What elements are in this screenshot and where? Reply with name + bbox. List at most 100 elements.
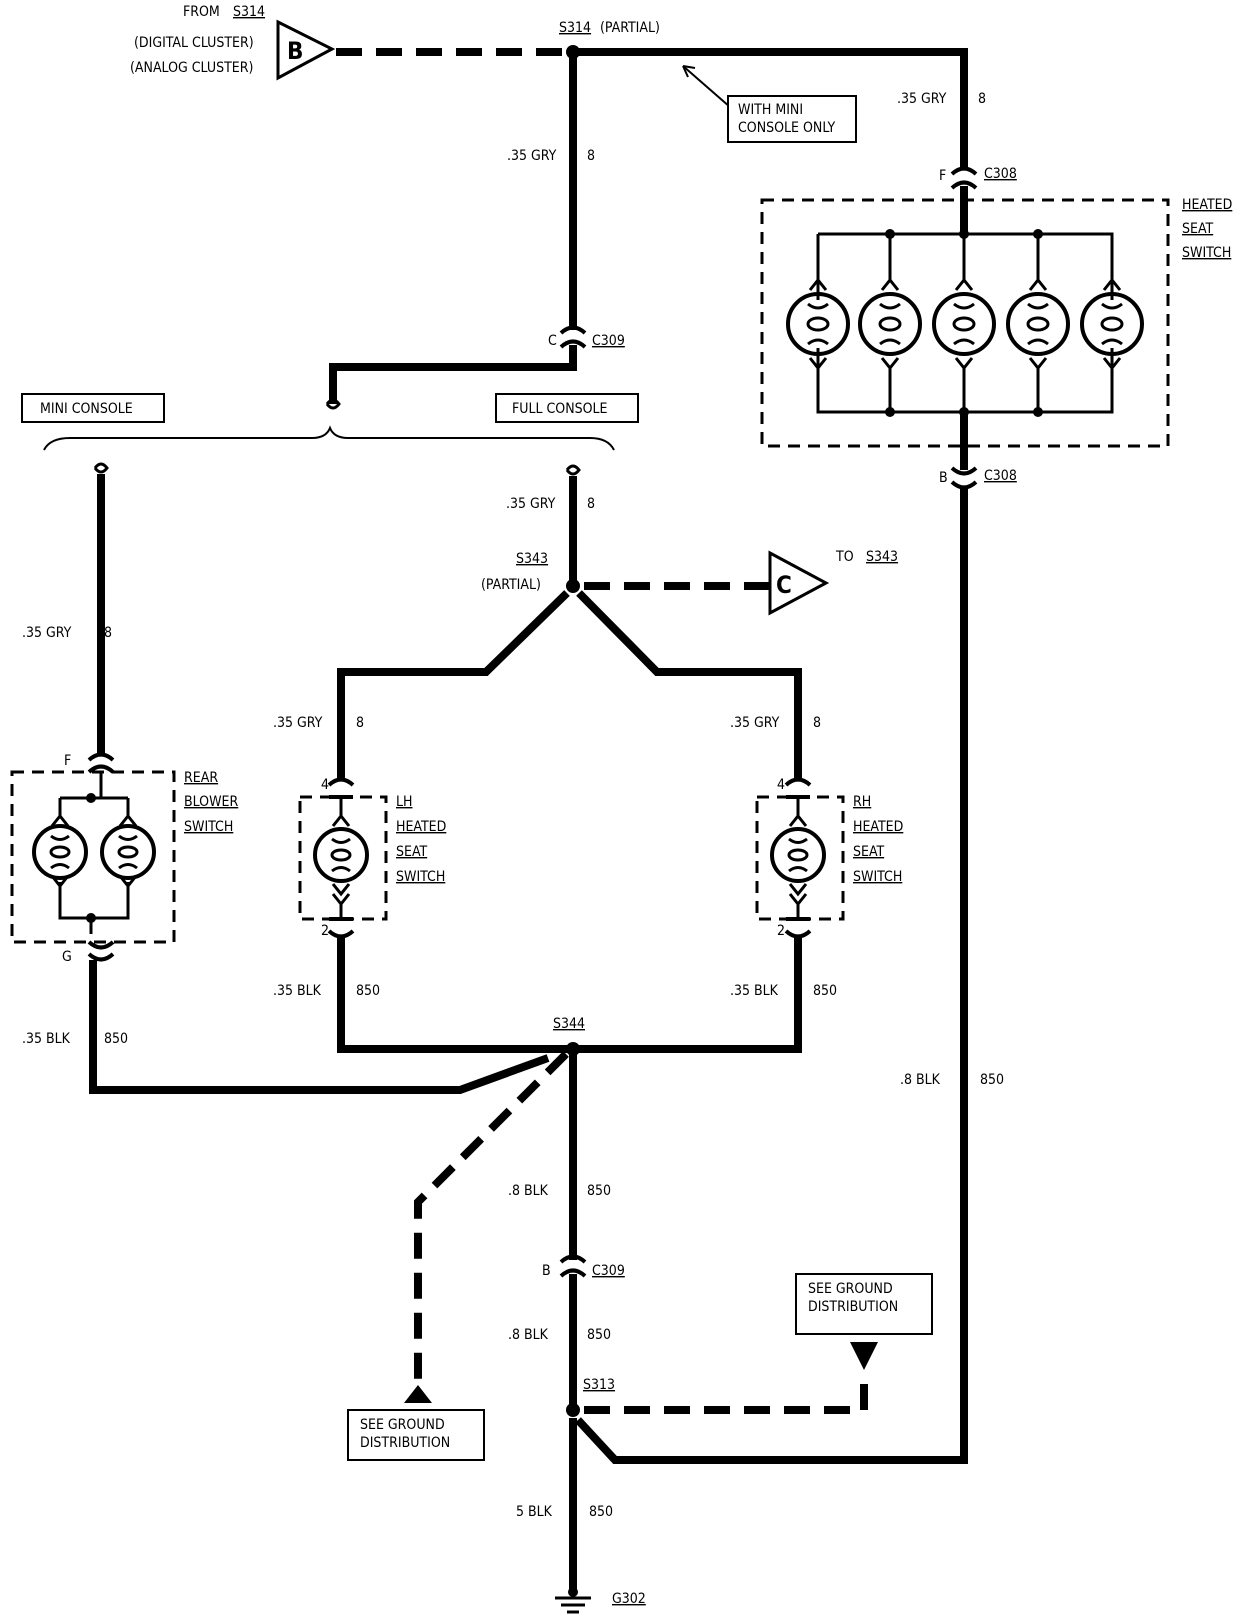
splice-s344-label: S344: [553, 1016, 585, 1032]
lh-label-4: SWITCH: [396, 869, 445, 885]
digital-cluster-label: (DIGITAL CLUSTER): [134, 35, 254, 51]
see-ground-right-1: SEE GROUND: [808, 1281, 893, 1297]
wire-circuit-850-lh: 850: [356, 983, 380, 999]
wire-label-gry-rh: .35 GRY: [730, 715, 780, 731]
ground-g302-label: G302: [612, 1591, 646, 1607]
wire-label-blk-rear: .35 BLK: [22, 1031, 71, 1047]
lamp-icon: [100, 813, 156, 889]
rear-blower-pin-g: G: [62, 949, 72, 965]
connector-rh-pin-4: [784, 777, 812, 799]
connector-b-letter: B: [287, 37, 303, 65]
full-console-box: [495, 393, 639, 423]
see-ground-box-right: [795, 1273, 933, 1335]
c309-pin-b: B: [542, 1263, 551, 1279]
rear-blower-label-3: SWITCH: [184, 819, 233, 835]
rear-blower-switch-box: [10, 770, 176, 944]
note-leader-line: [682, 65, 731, 108]
wire-label-blk-08-b: .8 BLK: [508, 1327, 549, 1343]
c308-label-top: C308: [984, 166, 1017, 182]
rear-blower-lamps: [32, 813, 156, 889]
lamp-icon: [1006, 234, 1070, 412]
lamp-icon: [858, 234, 922, 412]
see-ground-box-left: [347, 1409, 485, 1461]
heated-seat-switch-label-1: HEATED: [1182, 197, 1232, 213]
from-label: FROM: [183, 4, 220, 20]
rh-label-2: HEATED: [853, 819, 903, 835]
connector-rh-pin-2: [784, 917, 812, 939]
lamp-icon: [1080, 234, 1144, 412]
wire-label-gry-rear: .35 GRY: [22, 625, 72, 641]
connector-rear-blower-f: [87, 752, 115, 774]
c308-pin-f: F: [939, 168, 946, 184]
wire-label-gry-lh: .35 GRY: [273, 715, 323, 731]
wire-circuit-850-right: 850: [980, 1072, 1004, 1088]
wire-lh-to-s344: [337, 938, 568, 1053]
wire-dashed-s344-to-ground: [414, 1051, 569, 1385]
ground-distribution-arrow-left: [404, 1385, 432, 1403]
lamp-icon: [786, 234, 850, 412]
wire-label-gry-s343: .35 GRY: [506, 496, 556, 512]
splice-s314-note: (PARTIAL): [600, 20, 660, 36]
connector-lh-pin-4: [327, 777, 355, 799]
connector-c309-c: [559, 325, 587, 349]
connector-b: B: [276, 19, 336, 81]
wire-rh-to-s344: [578, 938, 802, 1053]
see-ground-left-1: SEE GROUND: [360, 1417, 445, 1433]
lh-pin-2: 2: [321, 923, 329, 939]
c309-pin-c: C: [548, 333, 557, 349]
lh-pin-4: 4: [321, 777, 329, 793]
rh-pin-4: 4: [777, 777, 785, 793]
connector-c: C: [768, 550, 830, 616]
wire-c308-to-s313: [575, 488, 968, 1464]
wire-label-blk-08-right: .8 BLK: [900, 1072, 941, 1088]
splice-s313-label: S313: [583, 1377, 615, 1393]
analog-cluster-label: (ANALOG CLUSTER): [130, 60, 253, 76]
wire-s343-to-rh: [576, 590, 802, 778]
splice-s343-label: S343: [516, 551, 548, 567]
wire-circuit-850-b: 850: [587, 1327, 611, 1343]
ground-distribution-arrow-right: [850, 1342, 878, 1370]
c308-pin-b: B: [939, 470, 948, 486]
lamp-icon: [32, 813, 88, 889]
wire-label-blk-rh: .35 BLK: [730, 983, 779, 999]
rh-pin-2: 2: [777, 923, 785, 939]
wire-circuit-8-s343: 8: [587, 496, 595, 512]
note-arrowhead: [682, 65, 696, 78]
wire-label-gry-top-right: .35 GRY: [897, 91, 947, 107]
wire-label-gry-c309: .35 GRY: [507, 148, 557, 164]
wire-c309-to-console-select: [329, 345, 577, 404]
splice-s343-note: (PARTIAL): [481, 577, 541, 593]
break-mark-mini: [93, 462, 109, 474]
to-splice-label: S343: [866, 549, 898, 565]
connector-lh-pin-2: [327, 917, 355, 939]
splice-s314-label: S314: [559, 20, 591, 36]
wire-circuit-850-a: 850: [587, 1183, 611, 1199]
splice-s343-dot: [566, 579, 580, 593]
lh-label-3: SEAT: [396, 844, 427, 860]
console-option-brace: [43, 425, 615, 451]
c309-label-bottom: C309: [592, 1263, 625, 1279]
wire-circuit-8-rh: 8: [813, 715, 821, 731]
lh-label-2: HEATED: [396, 819, 446, 835]
wire-circuit-8-top-right: 8: [978, 91, 986, 107]
wire-circuit-850-rear: 850: [104, 1031, 128, 1047]
mini-console-box: [21, 393, 165, 423]
wire-circuit-8-c309: 8: [587, 148, 595, 164]
rear-blower-label-2: BLOWER: [184, 794, 238, 810]
full-console-label: FULL CONSOLE: [512, 401, 608, 417]
ground-icon: [555, 1587, 591, 1614]
break-mark-top: [325, 398, 341, 410]
c308-label-bottom: C308: [984, 468, 1017, 484]
see-ground-left-2: DISTRIBUTION: [360, 1435, 450, 1451]
connector-rear-blower-g: [87, 940, 115, 962]
mini-console-label: MINI CONSOLE: [40, 401, 133, 417]
wire-circuit-8-rear: 8: [104, 625, 112, 641]
wire-circuit-850-ground: 850: [589, 1504, 613, 1520]
connector-c-letter: C: [776, 571, 792, 599]
lamp-icon: [770, 797, 826, 919]
wire-label-blk-08-a: .8 BLK: [508, 1183, 549, 1199]
see-ground-right-2: DISTRIBUTION: [808, 1299, 898, 1315]
wire-s343-to-lh: [337, 590, 570, 778]
note-mini-console-only-box: [727, 95, 857, 143]
